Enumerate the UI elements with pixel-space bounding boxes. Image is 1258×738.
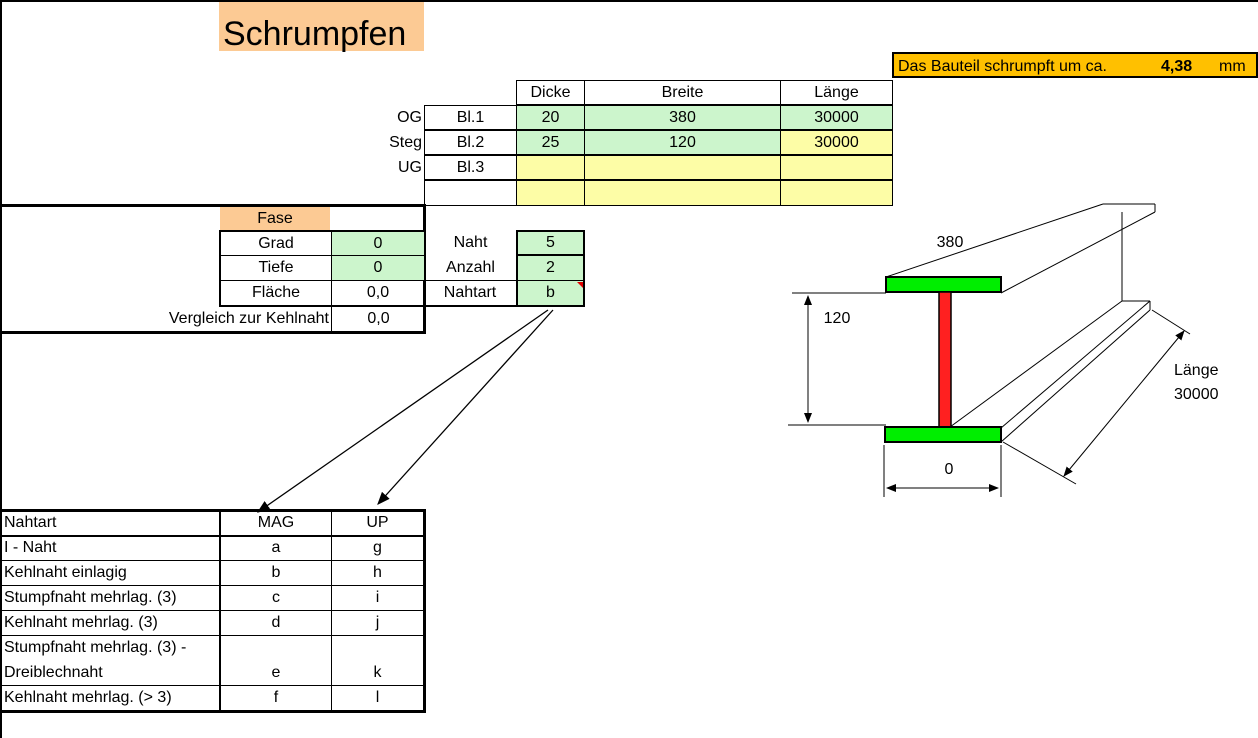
nahtart-table-bottom	[0, 710, 426, 713]
nahtart-row-name-line1: Stumpfnaht mehrlag. (3) -	[4, 639, 187, 656]
fase-flaeche-value: 0,0	[331, 280, 425, 307]
nahtart-table-right	[423, 509, 426, 713]
fase-label-flaeche: Fläche	[219, 280, 332, 307]
dim-length-value: 30000	[1174, 386, 1219, 403]
plate-row-name-og: OG	[397, 108, 422, 126]
nahtart-row-mag: b	[271, 564, 281, 581]
vergleich-label: Vergleich zur Kehlnaht	[168, 309, 329, 327]
naht-label: Naht	[453, 234, 488, 251]
header-breite: Breite	[584, 80, 781, 105]
nahtart-row-mag: c	[272, 589, 280, 606]
extra-dicke-input[interactable]	[516, 180, 585, 206]
nahtart-row-name-line2: Dreiblechnaht	[4, 664, 103, 681]
nahtart-table-rowline1	[0, 535, 424, 537]
nahtart-table-rowline5	[0, 635, 424, 636]
nahtart-input[interactable]: b	[516, 280, 585, 307]
nahtart-row-mag: f	[273, 689, 279, 706]
nahtart-table-header-mag: MAG	[257, 514, 295, 531]
result-label: Das Bauteil schrumpft um ca.	[898, 58, 1107, 75]
steg-laenge-input[interactable]: 30000	[780, 130, 893, 155]
nahtart-table-header-up: UP	[366, 514, 389, 531]
plate-row-name-steg: Steg	[389, 133, 422, 151]
frame-left	[0, 0, 2, 738]
separator-upper	[0, 204, 426, 207]
plate-row-name-ug: UG	[398, 158, 422, 176]
nahtart-row-mag: a	[271, 539, 281, 556]
beam-top-flange	[885, 276, 1002, 293]
arrow-to-mag	[256, 309, 549, 513]
length-dim-line	[1063, 330, 1185, 477]
plate-row-id-og: Bl.1	[424, 105, 517, 130]
nahtart-row-name: Stumpfnaht mehrlag. (3)	[4, 589, 177, 606]
og-dicke-input[interactable]: 20	[516, 105, 585, 130]
og-laenge-input[interactable]: 30000	[780, 105, 893, 130]
beam-bottom-back-edge	[949, 300, 1123, 428]
nahtart-table-top	[0, 509, 426, 512]
anzahl-input[interactable]: 2	[516, 255, 585, 281]
nahtart-label: Nahtart	[424, 280, 517, 307]
extra-row-id	[424, 180, 517, 206]
nahtart-row-name: Kehlnaht mehrlag. (> 3)	[4, 689, 172, 706]
fase-label-tiefe: Tiefe	[219, 255, 332, 281]
length-ext-far	[1151, 309, 1191, 335]
dim-height: 120	[823, 310, 851, 327]
frame-top	[0, 0, 1258, 2]
fase-tiefe-input[interactable]: 0	[331, 255, 425, 281]
nahtart-row-up: j	[375, 614, 380, 631]
ug-laenge-input[interactable]	[780, 155, 893, 180]
steg-breite-input[interactable]: 120	[584, 130, 781, 155]
extra-laenge-input[interactable]	[780, 180, 893, 206]
nahtart-row-up: h	[373, 564, 382, 581]
separator-lower	[0, 331, 426, 334]
dim-length-label: Länge	[1174, 362, 1219, 379]
anzahl-label: Anzahl	[446, 259, 495, 276]
og-breite-input[interactable]: 380	[584, 105, 781, 130]
dim-width-bottom: 0	[944, 461, 954, 478]
page-title: Schrumpfen	[219, 2, 424, 51]
nahtart-table-rowline6	[0, 685, 424, 686]
beam-top-back-edge	[885, 203, 1104, 278]
plate-row-id-ug: Bl.3	[424, 155, 517, 180]
beam-bottom-bot-right	[1000, 309, 1151, 443]
naht-input[interactable]: 5	[516, 230, 585, 256]
fase-label-grad: Grad	[219, 230, 332, 256]
nahtart-table-rowline3	[0, 585, 424, 586]
nahtart-table-rowline4	[0, 610, 424, 611]
fase-grad-input[interactable]: 0	[331, 230, 425, 256]
ug-dicke-input[interactable]	[516, 155, 585, 180]
arrow-to-up	[377, 309, 554, 505]
beam-bottom-top-right	[1000, 300, 1151, 429]
header-dicke: Dicke	[516, 80, 585, 105]
vergleich-value: 0,0	[331, 306, 425, 331]
steg-dicke-input[interactable]: 25	[516, 130, 585, 155]
nahtart-row-name: I - Naht	[4, 539, 57, 556]
length-ext-near	[1002, 441, 1077, 485]
nahtart-table-header-name: Nahtart	[4, 514, 57, 531]
nahtart-row-mag: d	[271, 614, 281, 631]
beam-bottom-flange	[884, 426, 1002, 443]
nahtart-row-up: l	[375, 689, 380, 706]
beam-top-right-edge	[1000, 211, 1156, 294]
comment-marker-icon[interactable]	[577, 282, 583, 288]
nahtart-row-up: k	[373, 664, 382, 681]
ug-breite-input[interactable]	[584, 155, 781, 180]
nahtart-row-up: g	[373, 539, 382, 556]
plate-row-id-steg: Bl.2	[424, 130, 517, 155]
dim-width-top: 380	[936, 234, 964, 251]
nahtart-table-rowline2	[0, 560, 424, 561]
nahtart-row-mag: e	[271, 664, 281, 681]
nahtart-row-up: i	[375, 589, 380, 606]
result-value: 4,38	[1161, 58, 1193, 75]
result-unit: mm	[1219, 58, 1246, 75]
result-banner: Das Bauteil schrumpft um ca. 4,38 mm	[892, 52, 1258, 78]
fase-header: Fase	[220, 207, 330, 230]
beam-web	[938, 291, 952, 428]
extra-breite-input[interactable]	[584, 180, 781, 206]
header-laenge: Länge	[780, 80, 893, 105]
nahtart-row-name: Kehlnaht mehrlag. (3)	[4, 614, 158, 631]
nahtart-row-name: Kehlnaht einlagig	[4, 564, 127, 581]
